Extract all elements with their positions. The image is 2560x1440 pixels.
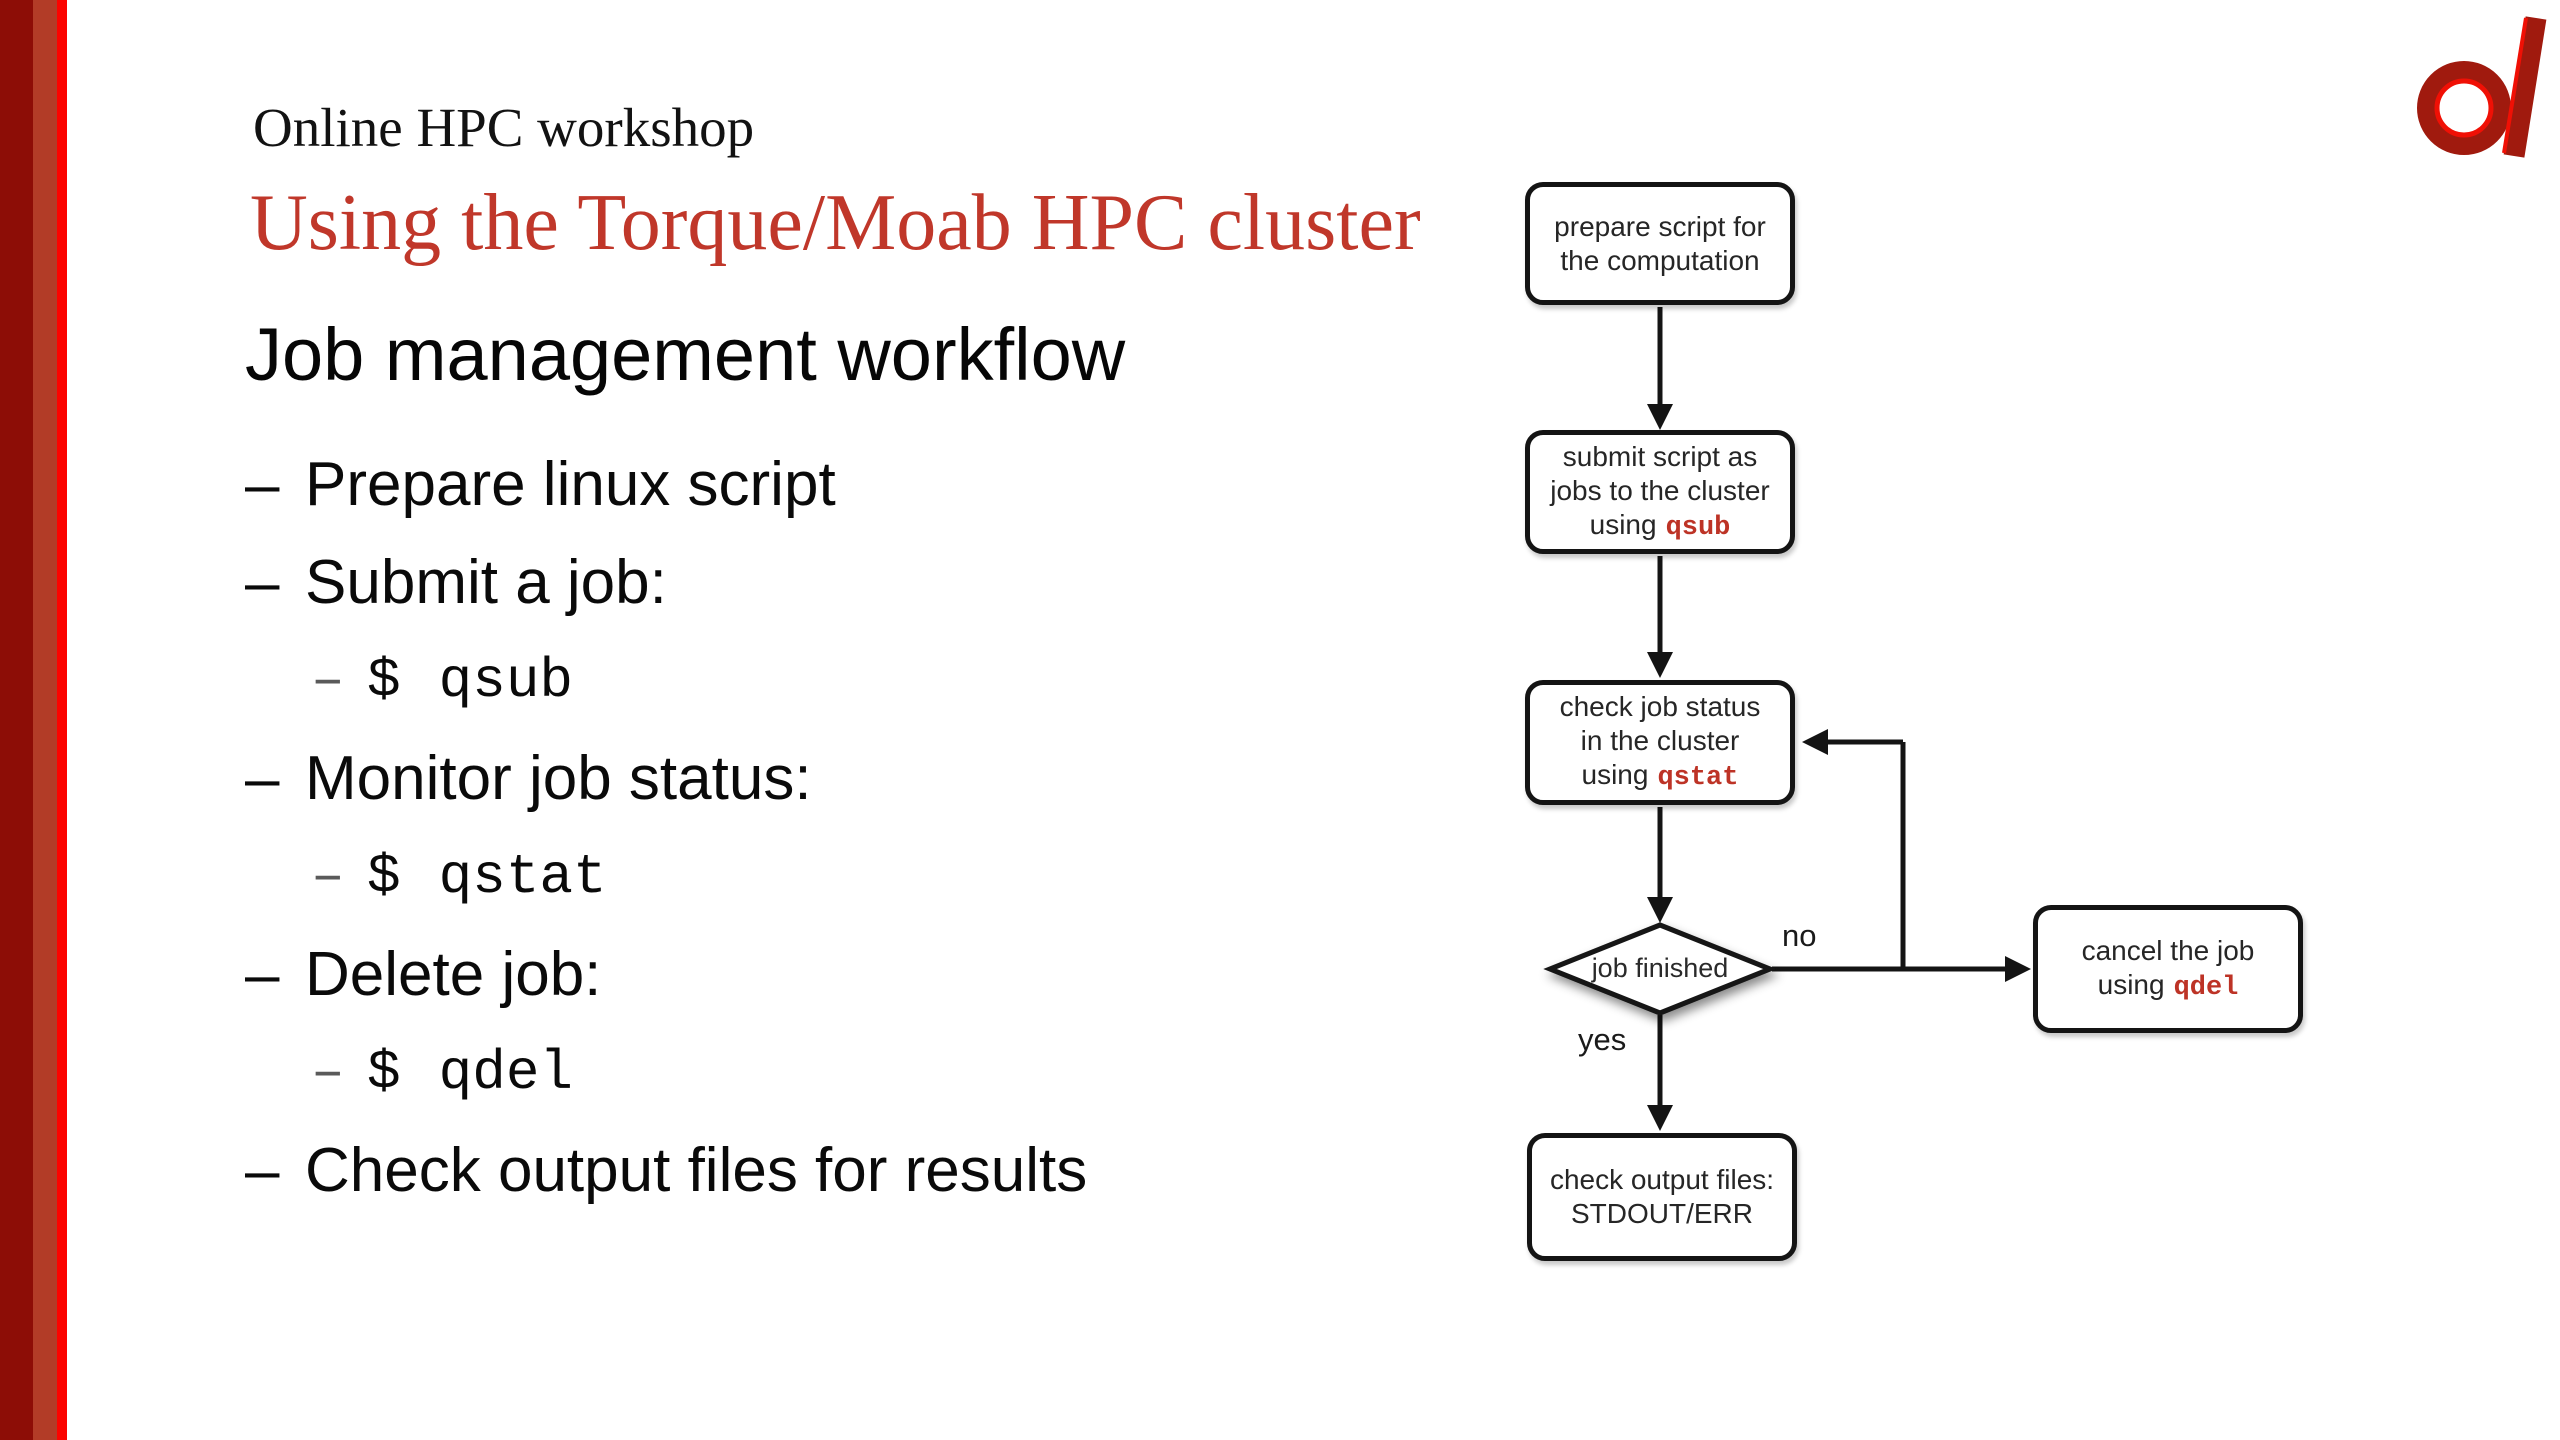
node-text: using — [1589, 508, 1657, 540]
bullet-text: Delete job: — [305, 940, 602, 1009]
flowchart-node-check-status: check job status in the cluster using qst… — [1525, 680, 1795, 805]
bullet-dash: – — [245, 1136, 280, 1205]
bullet-dash: – — [311, 845, 345, 909]
bullet-item-code: – $ qdel — [0, 1024, 1350, 1122]
node-line: the computation — [1560, 244, 1760, 276]
bullet-item-code: – $ qstat — [0, 828, 1350, 926]
decision-label: job finished — [1591, 953, 1729, 983]
bullet-dash: – — [245, 940, 280, 1009]
bullet-text: Prepare linux script — [305, 450, 836, 519]
command-text: qstat — [1657, 763, 1739, 793]
bullet-item-code: – $ qsub — [0, 632, 1350, 730]
edge-label-no: no — [1782, 918, 1817, 953]
node-line: prepare script for — [1554, 210, 1766, 242]
node-text: using — [2097, 968, 2165, 1000]
shell-prompt: $ — [367, 649, 401, 713]
shell-prompt: $ — [367, 1041, 401, 1105]
bullet-list: – Prepare linux script – Submit a job: –… — [0, 436, 1350, 1220]
bullet-text: Monitor job status: — [305, 744, 812, 813]
command-text: qstat — [438, 845, 607, 909]
bullet-dash: – — [245, 548, 280, 617]
alpha-logo-icon — [2417, 16, 2547, 158]
section-heading: Job management workflow — [245, 313, 1126, 396]
flowchart-node-submit-job: submit script as jobs to the cluster usi… — [1525, 430, 1795, 554]
node-line: using qdel — [2098, 968, 2239, 1005]
bullet-dash: – — [311, 649, 345, 713]
left-accent-bar-mid — [33, 0, 57, 1440]
command-text: qdel — [438, 1041, 574, 1105]
flowchart-node-check-output: check output files: STDOUT/ERR — [1527, 1133, 1797, 1261]
node-line: check output files: — [1549, 1164, 1775, 1195]
flowchart-node-cancel-job: cancel the job using qdel — [2033, 905, 2303, 1033]
bullet-dash: – — [245, 744, 280, 813]
command-text: qsub — [1665, 512, 1731, 543]
node-line: jobs to the cluster — [1550, 474, 1770, 506]
bullet-item: – Submit a job: — [0, 534, 1350, 632]
node-line: check job status — [1559, 691, 1761, 722]
left-accent-bar-dark — [0, 0, 33, 1440]
left-accent-bar-bright — [57, 0, 67, 1440]
bullet-text: Check output files for results — [305, 1136, 1088, 1205]
workshop-suptitle: Online HPC workshop — [253, 97, 755, 158]
bullet-item: – Prepare linux script — [0, 436, 1350, 534]
command-text: qdel — [2173, 972, 2239, 1003]
node-line: STDOUT/ERR — [1571, 1198, 1753, 1229]
bullet-dash: – — [245, 450, 280, 519]
bullet-item: – Delete job: — [0, 926, 1350, 1024]
flowchart-node-prepare-script: prepare script for the computation — [1525, 182, 1795, 305]
node-line: using qsub — [1590, 508, 1731, 545]
bullet-dash: – — [311, 1041, 345, 1105]
bullet-text: Submit a job: — [305, 548, 667, 617]
node-line: using qstat — [1582, 758, 1739, 795]
node-line: in the cluster — [1580, 725, 1740, 756]
node-line: cancel the job — [2081, 934, 2255, 966]
slide-title: Using the Torque/Moab HPC cluster — [250, 179, 1421, 267]
shell-prompt: $ — [367, 845, 401, 909]
edge-label-yes: yes — [1578, 1022, 1627, 1057]
node-text: using — [1581, 759, 1649, 790]
bullet-item: – Check output files for results — [0, 1122, 1350, 1220]
bullet-item: – Monitor job status: — [0, 730, 1350, 828]
node-line: submit script as — [1562, 440, 1758, 472]
command-text: qsub — [438, 649, 574, 713]
